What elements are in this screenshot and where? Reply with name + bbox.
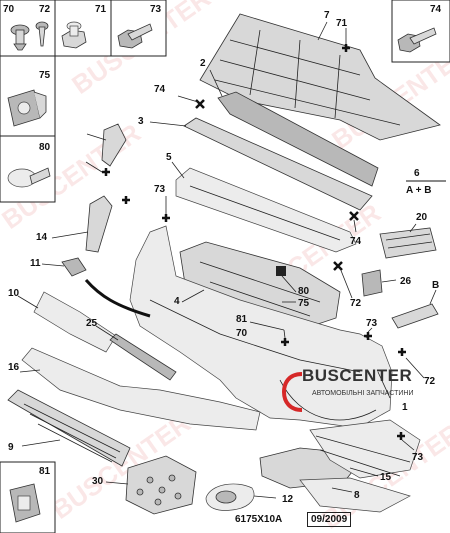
callout-label: 26	[400, 276, 412, 287]
callout-label: 73	[366, 318, 378, 329]
part-marker-80	[276, 266, 286, 276]
callout-label: 25	[86, 318, 98, 329]
bracket-clip-icon	[7, 89, 47, 127]
callout-label: 80	[298, 286, 310, 297]
callout-label: 3	[138, 116, 144, 127]
part-lower-bracket-assembly	[259, 419, 421, 513]
part-bracket-b	[391, 303, 439, 329]
callout-label: B	[432, 280, 439, 291]
callout-label: 73	[412, 452, 424, 463]
brand-name: BUSCENTER	[302, 366, 413, 385]
thumbnail-label-70: 70	[3, 4, 15, 15]
clip-cage-icon	[9, 483, 41, 523]
part-mounting-bracket	[61, 257, 151, 318]
callout-label: 4	[174, 296, 180, 307]
callout-label: 81	[236, 314, 248, 325]
callout-labels: 7 71 2 74 3 1 5 6 A + B 20 73 74 14 11 4…	[8, 10, 446, 505]
bolt-icon	[117, 23, 153, 49]
nut-icon	[61, 21, 87, 49]
callout-label: 12	[282, 494, 294, 505]
callout-label: 15	[380, 472, 392, 483]
part-bumper-beam	[183, 117, 373, 211]
callout-label: 75	[298, 298, 310, 309]
callout-label: 5	[166, 152, 172, 163]
part-lower-lip	[21, 347, 261, 431]
thumbnail-label-73: 73	[150, 4, 162, 15]
push-rivet-icon	[7, 167, 51, 188]
callout-label: 9	[8, 442, 14, 453]
fastener-thumbnail-top-right: 74	[391, 0, 450, 63]
thumbnail-label-75: 75	[39, 70, 51, 81]
bolt-icon	[397, 27, 437, 53]
brand-logo-icon	[282, 372, 303, 412]
callout-label: 2	[200, 58, 206, 69]
part-grille-strip	[109, 333, 177, 381]
revision-date: 09/2009	[307, 512, 352, 527]
part-bracket-a	[101, 123, 127, 167]
callout-label: 71	[336, 18, 348, 29]
callout-label: 1	[402, 402, 408, 413]
fastener-thumbnails-top-left: 70 72 71 73 75 80	[0, 0, 167, 203]
part-trim-strip	[33, 291, 117, 353]
callout-label: 20	[416, 212, 428, 223]
brand-tagline: АВТОМОБІЛЬНІ ЗАПЧАСТИНИ	[312, 390, 414, 397]
part-energy-absorber	[175, 167, 357, 253]
callout-label: 10	[8, 288, 20, 299]
callout-label: 72	[350, 298, 362, 309]
reference-code: 6175X10A	[235, 514, 283, 525]
callout-label: 8	[354, 490, 360, 501]
thumbnail-label-81: 81	[39, 466, 51, 477]
thumbnail-label-80: 80	[39, 142, 51, 153]
part-fog-lamp-cover	[205, 483, 255, 511]
leader-lines	[17, 21, 437, 499]
callout-label: 16	[8, 362, 20, 373]
callout-label: 11	[30, 258, 41, 269]
callout-label: A + B	[406, 185, 431, 196]
thumbnail-label-72: 72	[39, 4, 51, 15]
callout-label: 30	[92, 476, 104, 487]
part-fixing-kit	[125, 455, 197, 515]
clip-icon	[10, 24, 30, 51]
callout-label: 73	[154, 184, 166, 195]
part-lower-grille	[7, 389, 131, 467]
part-side-bracket	[85, 195, 113, 253]
callout-label: 6	[414, 168, 420, 179]
thumbnail-label-71: 71	[95, 4, 107, 15]
part-upper-frame	[199, 13, 441, 141]
callout-label: 74	[154, 84, 166, 95]
screw-icon	[35, 21, 49, 47]
fastener-markers	[102, 44, 406, 440]
thumbnail-frame	[391, 0, 450, 63]
part-reinforcement-bar	[217, 91, 379, 187]
thumbnail-frame	[0, 0, 167, 57]
callout-label: 72	[424, 376, 436, 387]
callout-label: 7	[324, 10, 330, 21]
part-plate	[361, 269, 383, 297]
thumbnail-label-74: 74	[430, 4, 442, 15]
part-side-grille	[379, 227, 437, 259]
fastener-thumbnail-bottom-left: 81	[0, 461, 56, 533]
callout-label: 70	[236, 328, 248, 339]
callout-label: 74	[350, 236, 362, 247]
callout-label: 14	[36, 232, 48, 243]
